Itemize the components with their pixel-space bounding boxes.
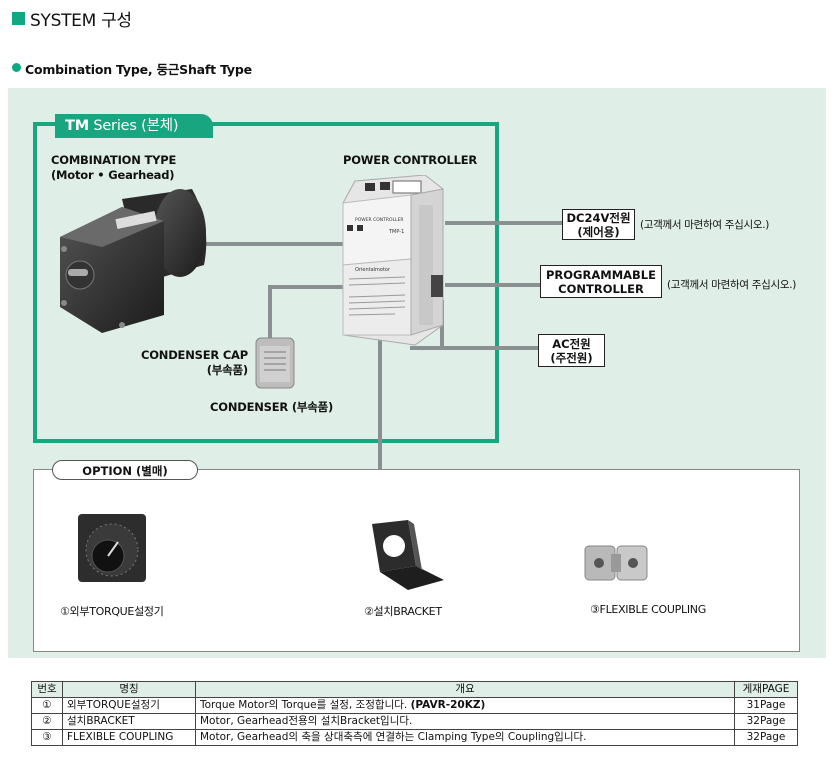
option-caption-2: ②설치BRACKET [364,605,442,618]
table-row: ② 설치BRACKET Motor, Gearhead전용의 설치Bracket… [31,713,798,730]
row-name: FLEXIBLE COUPLING [62,729,196,746]
dc24v-power-box: DC24V전원 (제어용) [562,209,635,240]
table-row: ① 외부TORQUE설정기 Torque Motor의 Torque를 설정, … [31,697,798,714]
row-no: ① [31,697,63,714]
device-text-top: POWER CONTROLLER [355,217,404,223]
table-row: ③ FLEXIBLE COUPLING Motor, Gearhead의 축을 … [31,729,798,746]
line-controller-to-dc24v [445,221,562,225]
programmable-controller-box: PROGRAMMABLE CONTROLLER [540,265,662,298]
row-page: 31Page [734,697,798,714]
condenser-label: CONDENSER (부속품) [210,400,334,414]
condenser-image [255,337,295,389]
plc-note: (고객께서 마련하여 주십시오.) [667,279,797,291]
page-title: SYSTEM 구성 [30,11,132,31]
tm-series-label: TM Series (본체) [55,114,213,138]
option-caption-3: ③FLEXIBLE COUPLING [590,603,706,616]
subtitle-bullet-dot [12,63,21,72]
combination-type-label: COMBINATION TYPE (Motor • Gearhead) [51,153,176,183]
power-controller-label: POWER CONTROLLER [343,153,478,167]
row-page: 32Page [734,729,798,746]
col-header-name: 명칭 [62,681,196,698]
row-desc: Motor, Gearhead전용의 설치Bracket입니다. [195,713,735,730]
row-no: ③ [31,729,63,746]
dc24v-line2: (제어용) [577,225,620,239]
tm-series-label-bold: TM [65,118,89,134]
option-spec-table: 번호 명칭 개요 게재PAGE ① 외부TORQUE설정기 Torque Mot… [31,681,798,746]
section-subtitle: Combination Type, 둥근Shaft Type [25,62,252,77]
dc24v-note: (고객께서 마련하여 주십시오.) [640,219,770,231]
power-controller-image: POWER CONTROLLER TMP-1 Orientalmotor [342,175,444,346]
line-controller-to-plc [445,283,540,287]
device-text-model: TMP-1 [388,229,404,235]
plc-line1: PROGRAMMABLE [546,268,656,282]
combination-type-title: COMBINATION TYPE [51,153,177,167]
ac-line2: (주전원) [550,351,593,365]
row-desc-bold: (PAVR-20KZ) [410,699,486,711]
condenser-cap-sub: (부속품) [206,363,248,377]
flexible-coupling-image [584,545,648,581]
row-desc: Torque Motor의 Torque를 설정, 조정합니다. (PAVR-2… [195,697,735,714]
line-controller-to-ac [410,346,538,350]
device-brand: Orientalmotor [355,267,391,273]
line-option-vertical [378,325,382,491]
col-header-no: 번호 [31,681,63,698]
col-header-desc: 개요 [195,681,735,698]
row-desc-text: Torque Motor의 Torque를 설정, 조정합니다. [200,699,411,711]
bracket-image [372,520,444,590]
condenser-cap-title: CONDENSER CAP [140,348,248,362]
tm-series-label-text: Series (본체) [88,118,179,134]
torque-setter-image [78,514,146,582]
dc24v-line1: DC24V전원 [566,211,631,225]
row-no: ② [31,713,63,730]
ac-power-box: AC전원 (주전원) [538,334,605,367]
condenser-cap-label: CONDENSER CAP (부속품) [140,348,248,378]
line-condenser-vertical [268,285,272,347]
tm-series-frame [33,122,499,443]
line-motor-to-controller [205,242,350,246]
row-desc: Motor, Gearhead의 축을 상대축측에 연결하는 Clamping … [195,729,735,746]
table-header-row: 번호 명칭 개요 게재PAGE [31,681,798,698]
col-header-page: 게재PAGE [734,681,798,698]
option-label: OPTION (별매) [52,460,198,480]
title-bullet-square [12,12,25,25]
combination-motor-image [60,189,207,333]
combination-type-sub: (Motor • Gearhead) [51,168,175,182]
line-condenser-to-controller [268,285,350,289]
row-name: 외부TORQUE설정기 [62,697,196,714]
row-name: 설치BRACKET [62,713,196,730]
row-page: 32Page [734,713,798,730]
plc-line2: CONTROLLER [558,282,644,296]
ac-line1: AC전원 [552,337,591,351]
option-caption-1: ①외부TORQUE설정기 [60,605,164,618]
